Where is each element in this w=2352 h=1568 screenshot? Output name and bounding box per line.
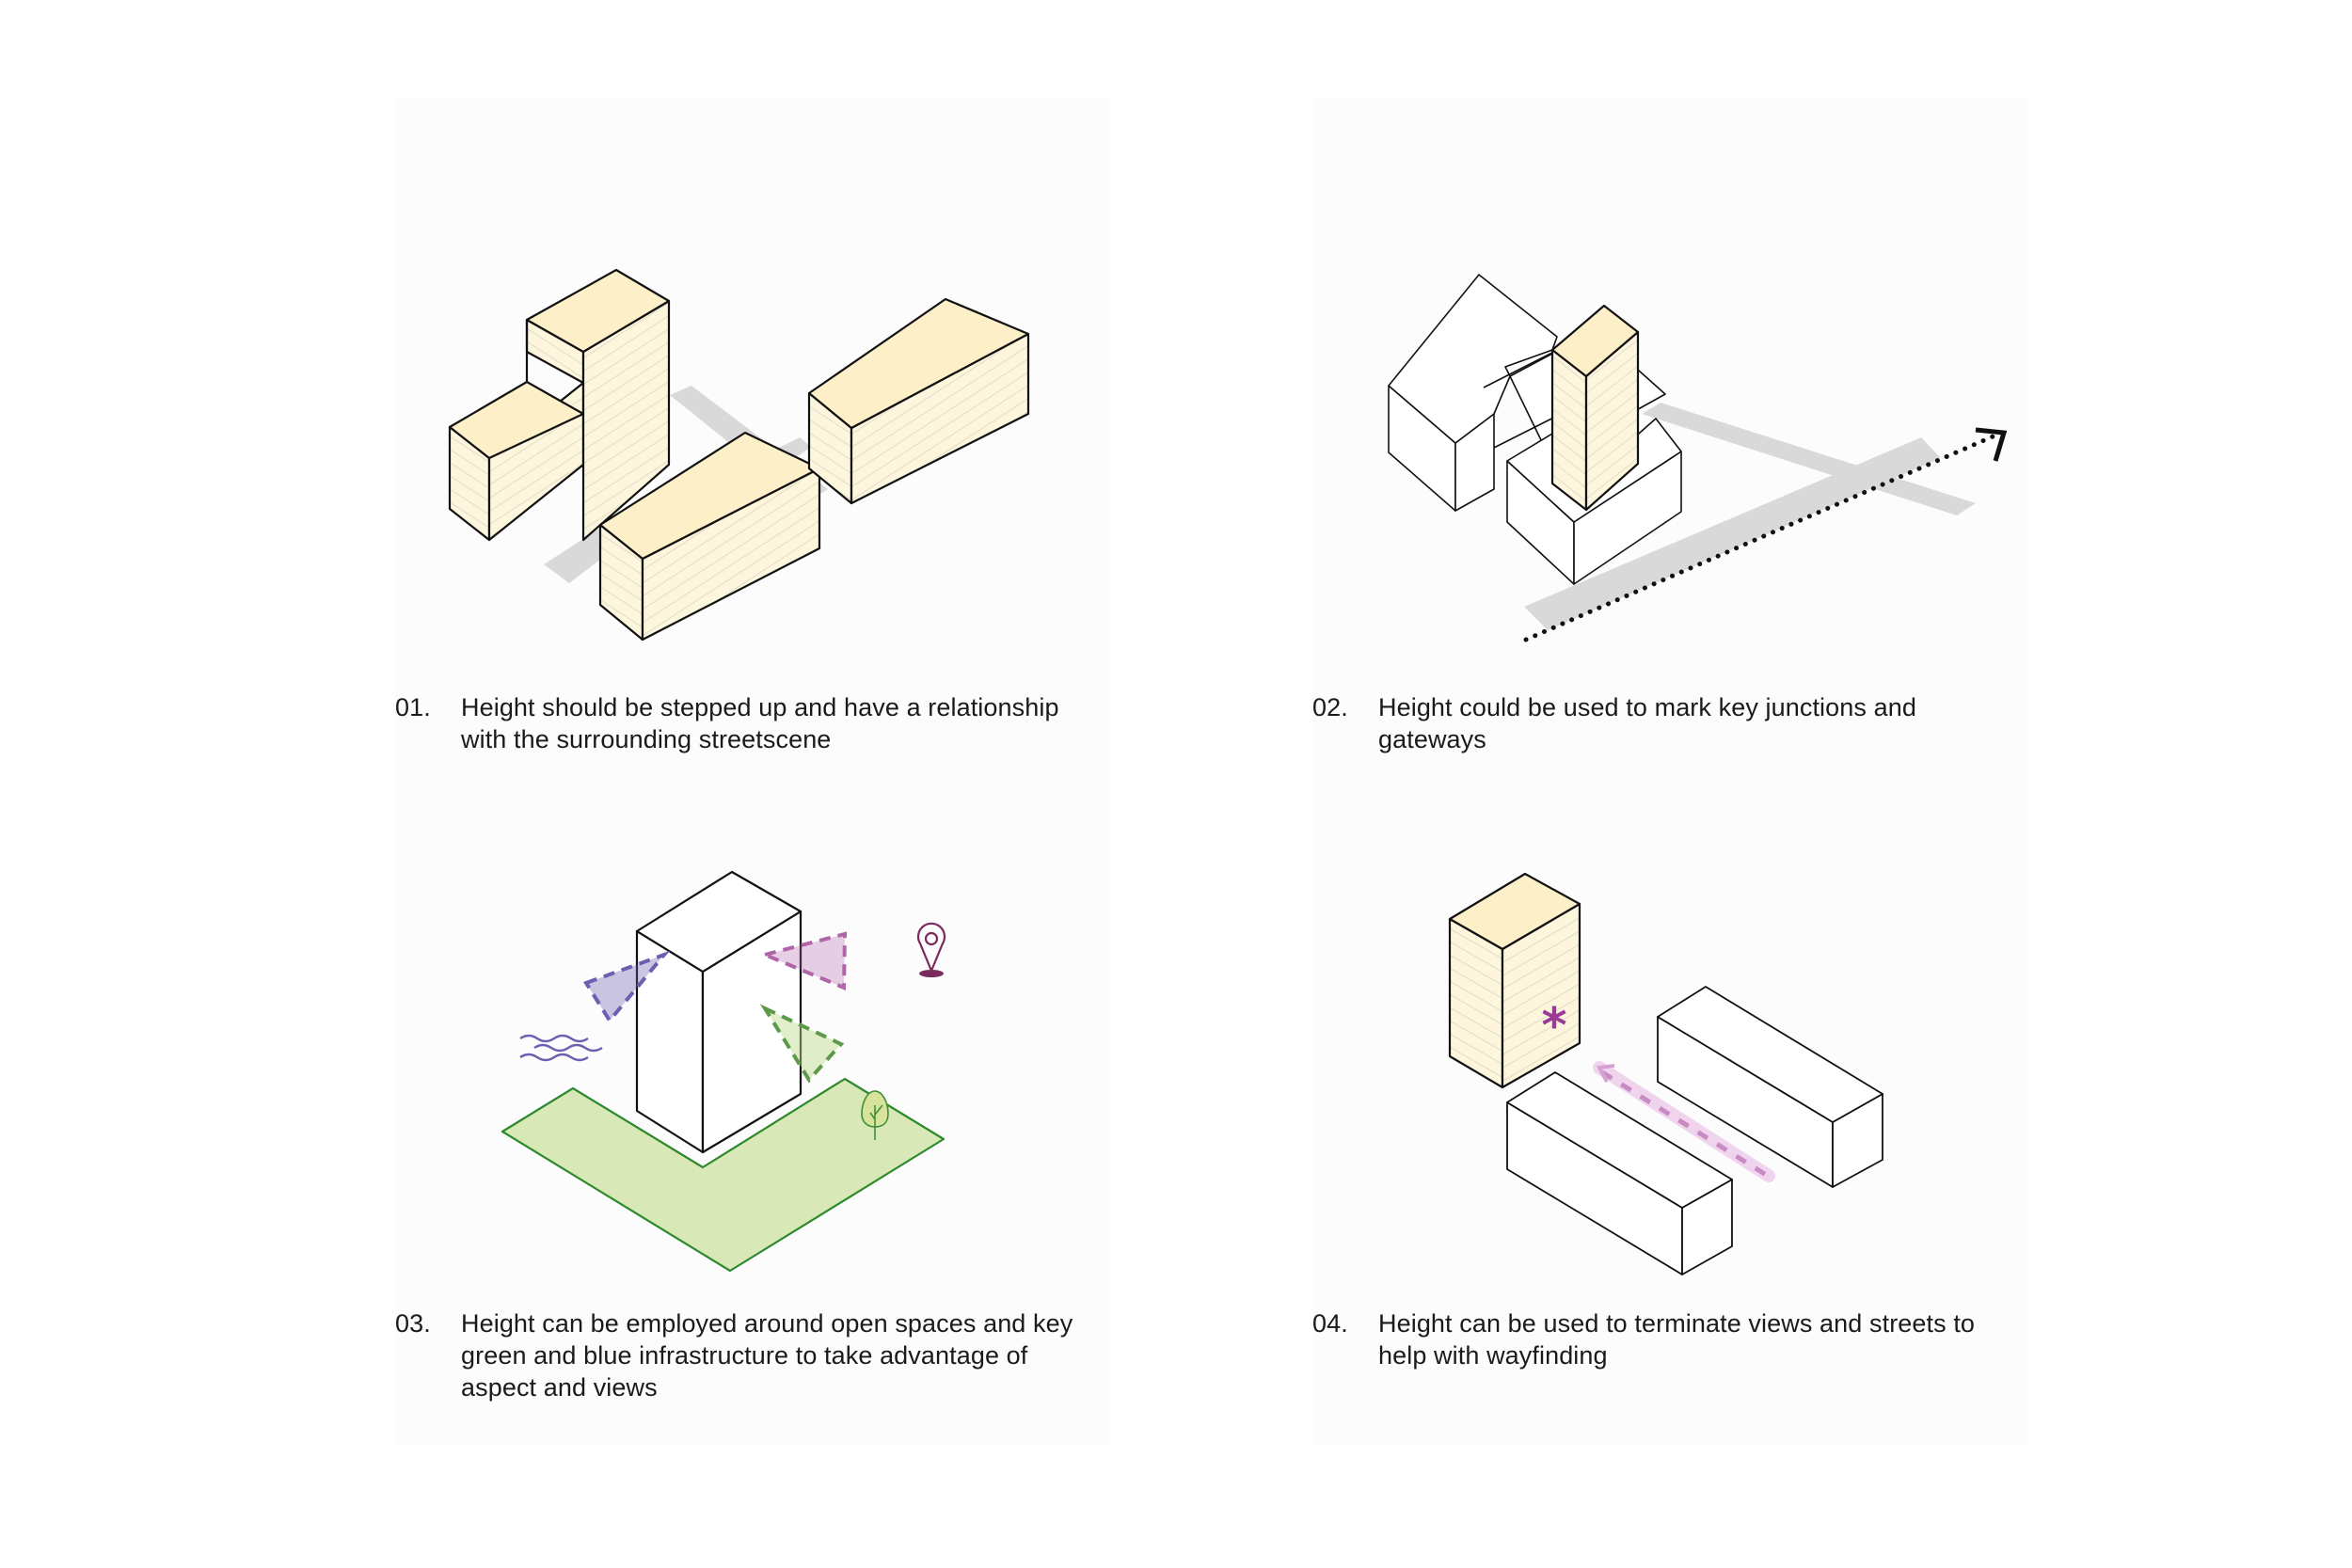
water-waves-icon — [519, 1034, 603, 1062]
corner-tower-icon — [1550, 304, 1640, 512]
green-space-icon — [501, 1077, 946, 1273]
tower-icon — [635, 870, 803, 1154]
panel-01-diagram — [448, 268, 1030, 641]
panel-03-number: 03. — [395, 1309, 431, 1338]
panel-01-caption: 01. Height should be stepped up and have… — [395, 691, 1110, 755]
panel-01-number: 01. — [395, 693, 431, 721]
building-block-middle — [598, 431, 821, 641]
panel-04-number: 04. — [1312, 1309, 1348, 1338]
panel-04-diagram: * — [1448, 872, 1883, 1275]
panel-02-caption: 02. Height could be used to mark key jun… — [1312, 691, 2027, 755]
panel-03-text: Height can be employed around open space… — [461, 1309, 1073, 1402]
panel-01: 01. Height should be stepped up and have… — [395, 99, 1110, 767]
panel-03-diagram — [501, 870, 946, 1273]
asterisk-icon: * — [1541, 998, 1566, 1054]
landmark-tower-icon — [1448, 872, 1581, 1089]
panel-04-caption: 04. Height can be used to terminate view… — [1312, 1307, 2027, 1371]
panel-02: 02. Height could be used to mark key jun… — [1312, 99, 2027, 767]
street-shadow-icon — [1524, 403, 1976, 630]
dotted-route-arrow-icon — [1523, 427, 2008, 642]
panel-01-text: Height should be stepped up and have a r… — [461, 693, 1059, 753]
view-cone-icon — [582, 931, 848, 1084]
panel-04: * 04. Height can be used to terminate vi… — [1312, 767, 2027, 1444]
location-pin-icon — [916, 922, 946, 977]
street-block-icon — [1506, 986, 1883, 1275]
panel-02-text: Height could be used to mark key junctio… — [1378, 693, 1916, 753]
stepped-building-icon — [448, 268, 671, 542]
tree-icon — [861, 1090, 889, 1140]
building-block-right — [807, 297, 1030, 505]
panel-02-diagram — [1388, 274, 2008, 642]
panel-03-caption: 03. Height can be employed around open s… — [395, 1307, 1110, 1403]
panel-04-text: Height can be used to terminate views an… — [1378, 1309, 1976, 1370]
dashed-route-arrow-icon — [1593, 1061, 1775, 1182]
panel-03: 03. Height can be employed around open s… — [395, 767, 1110, 1444]
panel-02-number: 02. — [1312, 693, 1348, 721]
